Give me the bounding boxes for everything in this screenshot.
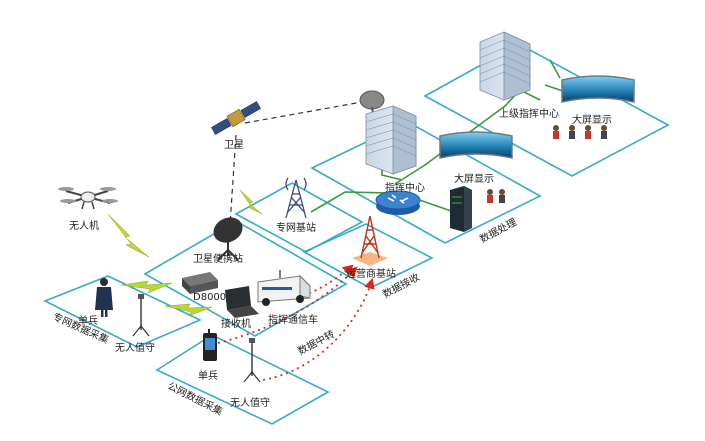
zones <box>43 43 670 425</box>
label-command-center: 指挥中心 <box>385 181 425 194</box>
video-wall-icon <box>561 75 635 103</box>
d8000-device-icon <box>182 272 218 294</box>
video-wall-icon <box>439 131 513 159</box>
label-soldier-private: 单兵 <box>78 314 98 327</box>
label-drone: 无人机 <box>69 219 99 232</box>
zone-relay <box>143 220 348 337</box>
red-relay-arrows <box>217 264 375 381</box>
satellite-links <box>229 99 374 226</box>
lightning-icon <box>239 189 263 215</box>
laptop-icon <box>225 286 259 318</box>
device-labels: 卫星 无人机 卫星便携站 专网基站 指挥中心 大屏显示 上级指挥中心 大屏显示 … <box>69 107 612 409</box>
tripod-camera-icon <box>132 294 150 337</box>
label-unattended-public: 无人值守 <box>230 396 270 409</box>
drone-icon <box>58 187 118 210</box>
label-upper-center: 上级指挥中心 <box>499 107 559 120</box>
vehicle-icon <box>257 270 311 306</box>
satellite-dish-icon <box>213 217 243 261</box>
label-satellite-portable: 卫星便携站 <box>193 252 243 265</box>
zone-label-data-process: 数据处理 <box>477 215 518 245</box>
zone-public-collect <box>155 334 330 425</box>
tripod-camera-icon <box>243 338 261 383</box>
lightning-icon <box>120 280 173 294</box>
building-icon <box>359 90 417 175</box>
router-icon <box>375 190 421 215</box>
lightning-icon <box>164 303 213 317</box>
zone-private-collect <box>43 275 202 348</box>
label-private-base: 专网基站 <box>276 221 316 234</box>
label-d8000: D8000 <box>193 292 226 303</box>
label-carrier-base: 运营商基站 <box>346 267 396 280</box>
label-big-screen-upper: 大屏显示 <box>572 113 612 126</box>
label-command-vehicle: 指挥通信车 <box>268 313 318 326</box>
wireless-links <box>107 189 263 317</box>
zone-private-base <box>234 182 364 253</box>
label-unattended-private: 无人值守 <box>115 341 155 354</box>
people-icon <box>487 189 505 203</box>
zone-label-data-relay: 数据中转 <box>295 327 336 357</box>
soldier-icon <box>95 278 113 317</box>
label-satellite: 卫星 <box>224 139 244 151</box>
phone-icon <box>203 329 217 361</box>
server-icon <box>450 186 472 232</box>
satellite-icon <box>211 101 261 135</box>
radio-tower-icon <box>285 177 307 219</box>
label-soldier-public: 单兵 <box>198 369 218 382</box>
label-big-screen-center: 大屏显示 <box>454 172 494 185</box>
carrier-tower-icon <box>352 215 388 266</box>
people-icon <box>553 125 607 139</box>
label-receiver: 接收机 <box>221 317 251 330</box>
lightning-icon <box>107 213 150 258</box>
building-icon <box>479 31 531 101</box>
